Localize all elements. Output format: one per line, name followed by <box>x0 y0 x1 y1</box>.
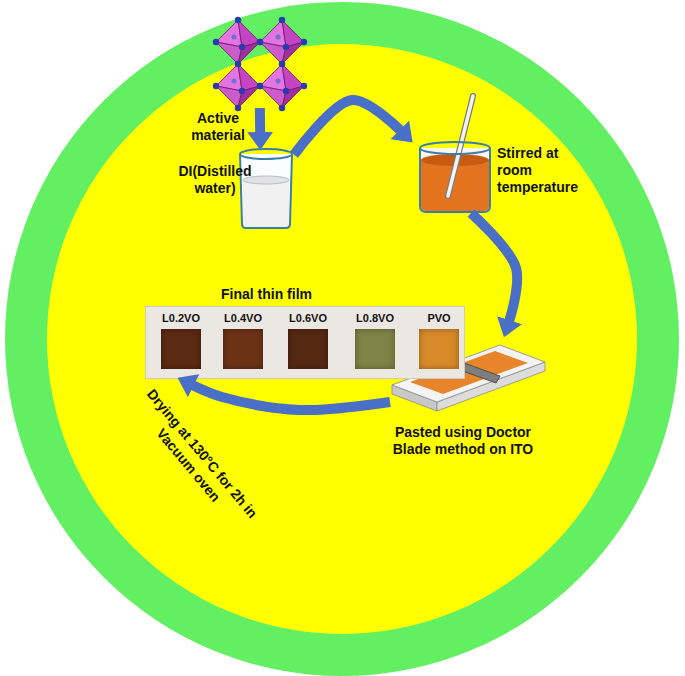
beaker-rim <box>420 142 490 154</box>
node-label: L0.8VO <box>350 312 400 325</box>
inner-disc <box>47 44 637 634</box>
node-label: Pasted using Doctor Blade method on ITO <box>385 424 541 458</box>
octahedron <box>257 61 307 111</box>
film-square <box>161 329 201 369</box>
node-label: Active material <box>182 110 254 144</box>
node-label: Final thin film <box>204 286 329 303</box>
node-label: L0.6VO <box>283 312 333 325</box>
water-beaker: DI(Distilled water) <box>238 150 294 228</box>
film-square <box>223 329 263 369</box>
film-sample: PVO <box>414 311 464 375</box>
node-label: L0.4VO <box>218 312 268 325</box>
process-arrow <box>294 100 401 155</box>
outer-ring <box>5 2 679 676</box>
beaker-rim <box>240 149 292 159</box>
node-label: DI(Distilled water) <box>174 163 256 197</box>
film-sample: L0.6VO <box>283 311 333 375</box>
node-label: PVO <box>414 312 464 325</box>
film-photo: Final thin filmL0.2VOL0.4VOL0.6VOL0.8VOP… <box>145 306 465 379</box>
process-arrow <box>255 108 265 133</box>
crystal-illustration <box>213 17 307 111</box>
water <box>243 180 289 227</box>
film-sample: L0.8VO <box>350 311 400 375</box>
process-arrow <box>193 385 390 410</box>
film-sample: L0.4VO <box>218 311 268 375</box>
stirring-rod <box>448 96 473 196</box>
water-beaker-illustration <box>240 149 292 228</box>
film-square <box>288 329 328 369</box>
stirred-beaker: Stirred at room temperature <box>415 135 495 213</box>
stirring-rod <box>448 96 473 196</box>
octahedron <box>257 17 307 67</box>
crystal-structure: Active material <box>212 18 304 108</box>
stirred-beaker-illustration <box>420 96 490 212</box>
process-arrow <box>471 213 517 321</box>
node-label: Stirred at room temperature <box>497 145 587 195</box>
octahedron <box>213 61 263 111</box>
node-label: L0.2VO <box>156 312 206 325</box>
film-square <box>355 329 395 369</box>
edge-label: Drying at 130°C for 2h in Vacuum oven <box>127 383 263 536</box>
beaker-outline <box>420 148 490 212</box>
octahedron <box>213 17 263 67</box>
film-sample: L0.2VO <box>156 311 206 375</box>
film-square <box>419 329 459 369</box>
